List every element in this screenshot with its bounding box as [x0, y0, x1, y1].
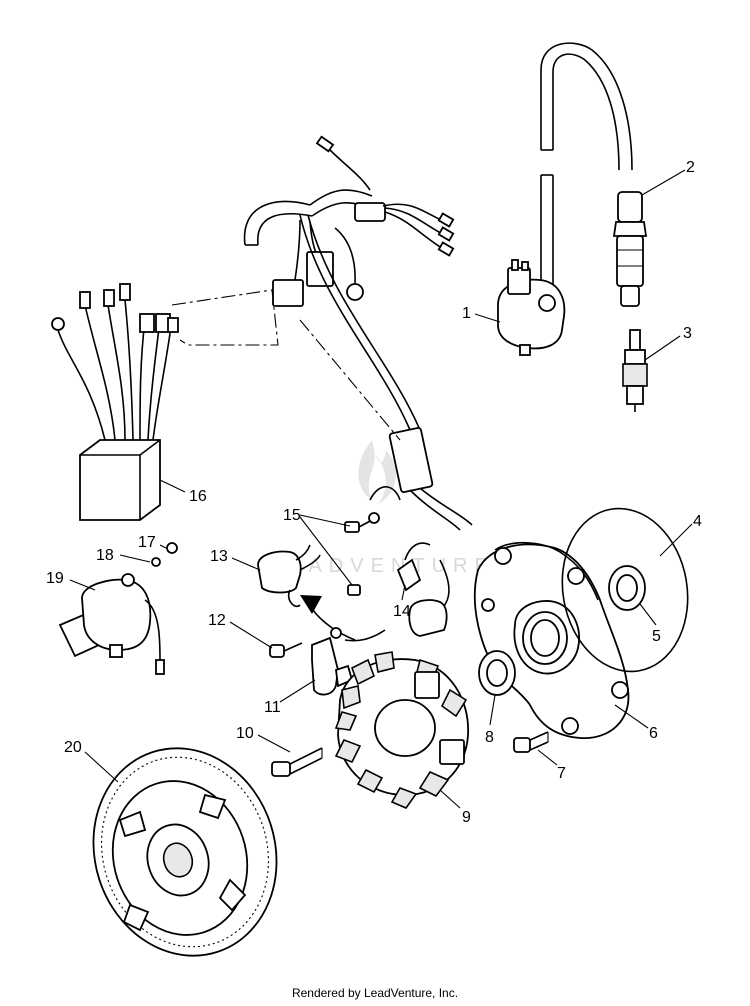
callout-7: 7	[557, 765, 566, 782]
callout-9: 9	[462, 809, 471, 826]
callout-15: 15	[283, 507, 301, 524]
part-16-regulator	[51, 283, 179, 521]
part-6-housing	[473, 541, 630, 739]
callout-11: 11	[264, 699, 281, 716]
connection-line-harness	[299, 319, 401, 441]
part-17-nut	[166, 542, 178, 554]
callout-13: 13	[210, 548, 228, 565]
callout-5: 5	[652, 628, 661, 645]
part-12-screw	[269, 642, 303, 658]
watermark: LEADVENTURE	[270, 440, 495, 577]
part-9-stator	[334, 651, 469, 809]
assembly-arrow	[300, 595, 386, 642]
callout-16: 16	[189, 488, 207, 505]
part-15-screws	[344, 486, 401, 596]
part-13-pulser-coil	[257, 544, 321, 608]
callout-8: 8	[485, 729, 494, 746]
callout-3: 3	[683, 325, 692, 342]
watermark-text: LEADVENTURE	[270, 555, 495, 577]
part-1-ignition-coil	[497, 259, 566, 356]
callout-18: 18	[96, 547, 114, 564]
footer-credit: Rendered by LeadVenture, Inc.	[291, 986, 459, 1000]
leader-lines	[69, 169, 693, 809]
connection-line-16	[171, 289, 279, 346]
callout-1: 1	[462, 305, 471, 322]
callout-17: 17	[138, 534, 156, 551]
part-19-solenoid	[58, 573, 165, 675]
part-10-bolt	[271, 747, 323, 777]
callout-4: 4	[693, 513, 702, 530]
part-4-o-ring	[561, 507, 689, 673]
callout-2: 2	[686, 159, 695, 176]
part-3-spark-plug	[622, 329, 648, 412]
part-5-bearing	[608, 565, 646, 611]
callout-14: 14	[393, 603, 411, 620]
callout-19: 19	[46, 570, 64, 587]
main-wire-harness	[243, 135, 473, 531]
part-14-sensor	[396, 542, 450, 637]
callout-20: 20	[64, 739, 82, 756]
callout-12: 12	[208, 612, 226, 629]
part-18-washer	[151, 557, 161, 567]
part-8-seal	[478, 650, 516, 696]
callout-10: 10	[236, 725, 254, 742]
part-7-bolt	[513, 731, 549, 753]
part-2-ignition-lead	[540, 42, 648, 307]
part-11-wire-clamp	[311, 627, 354, 696]
callout-6: 6	[649, 725, 658, 742]
part-20-flywheel	[92, 747, 278, 957]
callout-labels: 1 2 3 4 5 6 7 8 9 10 11 12 13 14 15 16 1…	[46, 159, 702, 826]
